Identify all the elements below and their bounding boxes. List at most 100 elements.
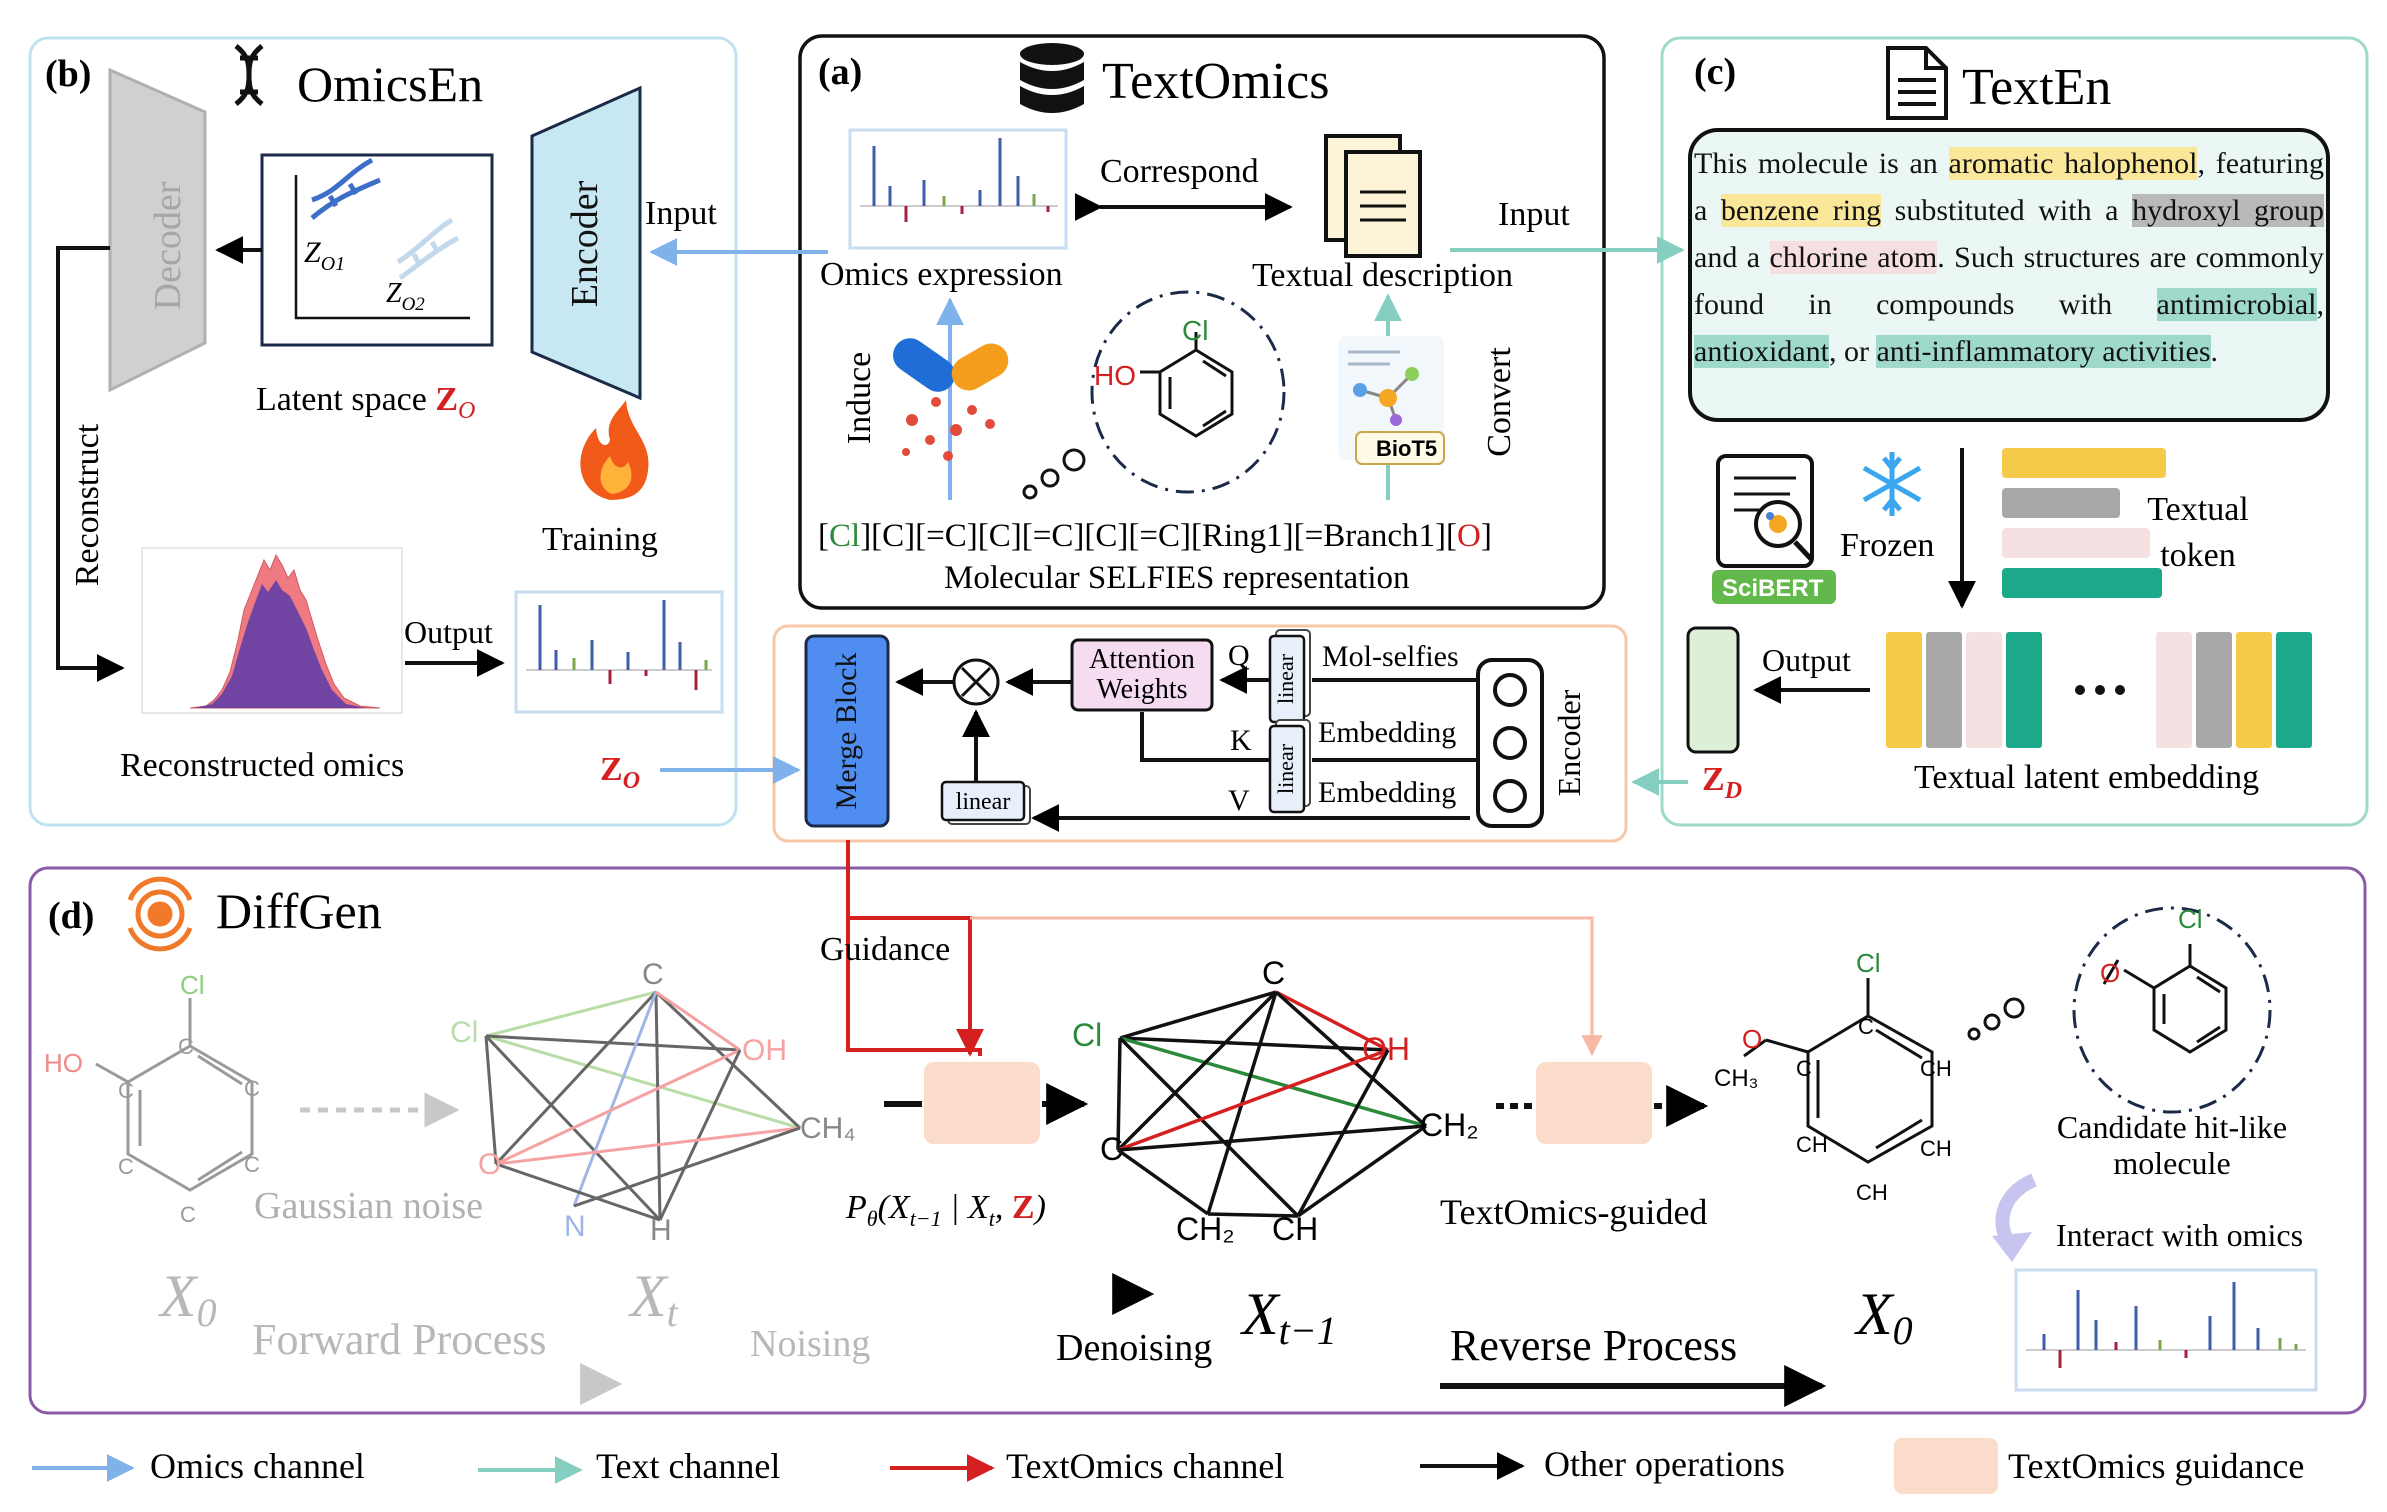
panel-d-tag: (d)	[48, 895, 94, 937]
x0-faded-c2: C	[244, 1076, 260, 1101]
attention-label: Attention	[1089, 644, 1195, 675]
omicsen-input-label: Input	[645, 195, 717, 232]
zo-label: ZO	[600, 751, 640, 794]
desc-highlight-chlorine: chlorine atom	[1769, 241, 1938, 274]
x0-faded-c3: C	[244, 1152, 260, 1177]
noising-label: Noising	[750, 1323, 870, 1365]
fire-icon	[580, 400, 649, 500]
linear-k-label: linear	[1273, 743, 1298, 794]
snowflake-icon	[1862, 452, 1922, 516]
latent-embedding-bars	[1886, 632, 2312, 748]
desc-text-5: . Such structures are commonly found in …	[1694, 241, 2325, 321]
mol-ho: HO	[1094, 360, 1136, 391]
textual-token-label-2: token	[2160, 537, 2236, 574]
dot-mid	[1040, 468, 1060, 488]
legend-text: Text channel	[596, 1446, 780, 1486]
xt1-ch2-right: CH₂	[1420, 1107, 1479, 1143]
dna-light-icon	[396, 217, 460, 281]
panel-a-box	[798, 34, 1606, 610]
legend-other: Other operations	[1544, 1444, 1785, 1484]
latent-space-label: Latent space ZO	[256, 381, 475, 424]
x0-cl: Cl	[1856, 948, 1881, 978]
legend: Omics channel Text channel TextOmics cha…	[32, 1438, 2304, 1494]
desc-text-7: , or	[1828, 335, 1877, 368]
mol-selfies-label: Mol-selfies	[1322, 640, 1459, 673]
biot5-label: BioT5	[1376, 436, 1437, 461]
k-arrow	[1140, 712, 1270, 762]
candidate-label: Candidate hit-like	[2057, 1109, 2287, 1145]
d-dot-3	[2003, 997, 2025, 1019]
desc-text-1: This molecule is an	[1694, 147, 1949, 180]
convert-label: Convert	[1481, 347, 1518, 457]
guidance-arrow-light	[970, 916, 1603, 1057]
textual-token-bars	[2002, 448, 2166, 598]
merge-block	[804, 634, 890, 828]
z01-label: ZO1	[304, 236, 345, 275]
xt-oh: OH	[742, 1034, 787, 1067]
desc-highlight-hydroxyl: hydroxyl group	[2132, 194, 2324, 227]
dna-icon	[234, 44, 264, 106]
xt1-ch2-bottom: CH₂	[1176, 1211, 1235, 1247]
xt1-ch: CH	[1272, 1211, 1318, 1247]
q-label: Q	[1228, 639, 1250, 672]
attention-label-2: Weights	[1096, 674, 1187, 705]
candidate-circle	[2072, 906, 2272, 1114]
zd-vector	[1686, 626, 1740, 754]
d-dot-2	[1983, 1013, 2001, 1031]
pill-icon	[893, 338, 1009, 461]
diffgen-target-icon	[127, 876, 193, 952]
xt-label: Xt	[628, 1263, 679, 1335]
interact-omics-chart	[2014, 1268, 2318, 1392]
chlorophenol-molecule	[1140, 332, 1234, 438]
biot5-icon	[1338, 336, 1445, 465]
z02-label: ZO2	[386, 278, 425, 315]
decoder-label: Decoder	[147, 181, 189, 310]
xt-noisy-graph	[484, 990, 802, 1222]
textual-description-label: Textual description	[1252, 257, 1513, 294]
candidate-label-2: molecule	[2113, 1145, 2230, 1181]
xt-cl: Cl	[450, 1016, 478, 1049]
candidate-cl: Cl	[2178, 904, 2203, 934]
panel-d-title: DiffGen	[216, 883, 382, 939]
legend-guidance: TextOmics guidance	[2008, 1446, 2304, 1486]
encoder-node-2	[1493, 726, 1527, 760]
desc-text-6: ,	[2316, 288, 2325, 321]
xt1-cl: Cl	[1072, 1017, 1102, 1053]
ptheta-label: Pθ(Xt−1 | Xt, Z)	[845, 1189, 1046, 1231]
guidance-block-1	[924, 1062, 1040, 1144]
latent-embedding-label: Textual latent embedding	[1914, 759, 2259, 796]
xt1-graph	[1116, 990, 1428, 1218]
molecule-circle	[1090, 290, 1286, 494]
document-icon	[1324, 134, 1422, 258]
panel-c-box	[1660, 36, 2369, 827]
k-label: K	[1230, 724, 1252, 757]
x0-faded-cl: Cl	[180, 970, 205, 1000]
x0-output-molecule	[1743, 978, 1934, 1164]
x0-faded-ho: HO	[44, 1048, 83, 1078]
legend-omics: Omics channel	[150, 1446, 365, 1486]
desc-text-3: substituted with a	[1881, 194, 2133, 227]
textual-token-label: Textual	[2147, 491, 2248, 528]
linear-q	[1268, 629, 1311, 724]
x0-ch1: CH	[1920, 1056, 1952, 1081]
merge-encoder-label: Encoder	[1551, 689, 1587, 796]
dot-big	[1062, 448, 1086, 472]
linear-q-label: linear	[1273, 653, 1298, 704]
desc-text-2: , featuring a	[1694, 147, 2324, 227]
training-label: Training	[542, 521, 658, 558]
panel-c-title: TextEn	[1962, 59, 2111, 116]
x0-o: O	[1742, 1024, 1762, 1054]
multiply-x2	[960, 666, 992, 698]
encoder-block	[530, 85, 642, 401]
xt-h: H	[650, 1214, 672, 1247]
v-label: V	[1228, 784, 1250, 817]
correspond-label: Correspond	[1100, 153, 1259, 190]
guidance-label: Guidance	[820, 931, 950, 968]
x0-faded-c1: C	[178, 1034, 194, 1059]
desc-highlight-benzene: benzene ring	[1720, 194, 1882, 227]
x0-left-label: X0	[158, 1263, 217, 1335]
database-icon	[1020, 43, 1084, 113]
x0-c2: C	[1858, 1014, 1874, 1039]
textual-description-paragraph: This molecule is an aromatic halophenol,…	[1694, 140, 2324, 375]
output-label-b: Output	[404, 614, 493, 650]
